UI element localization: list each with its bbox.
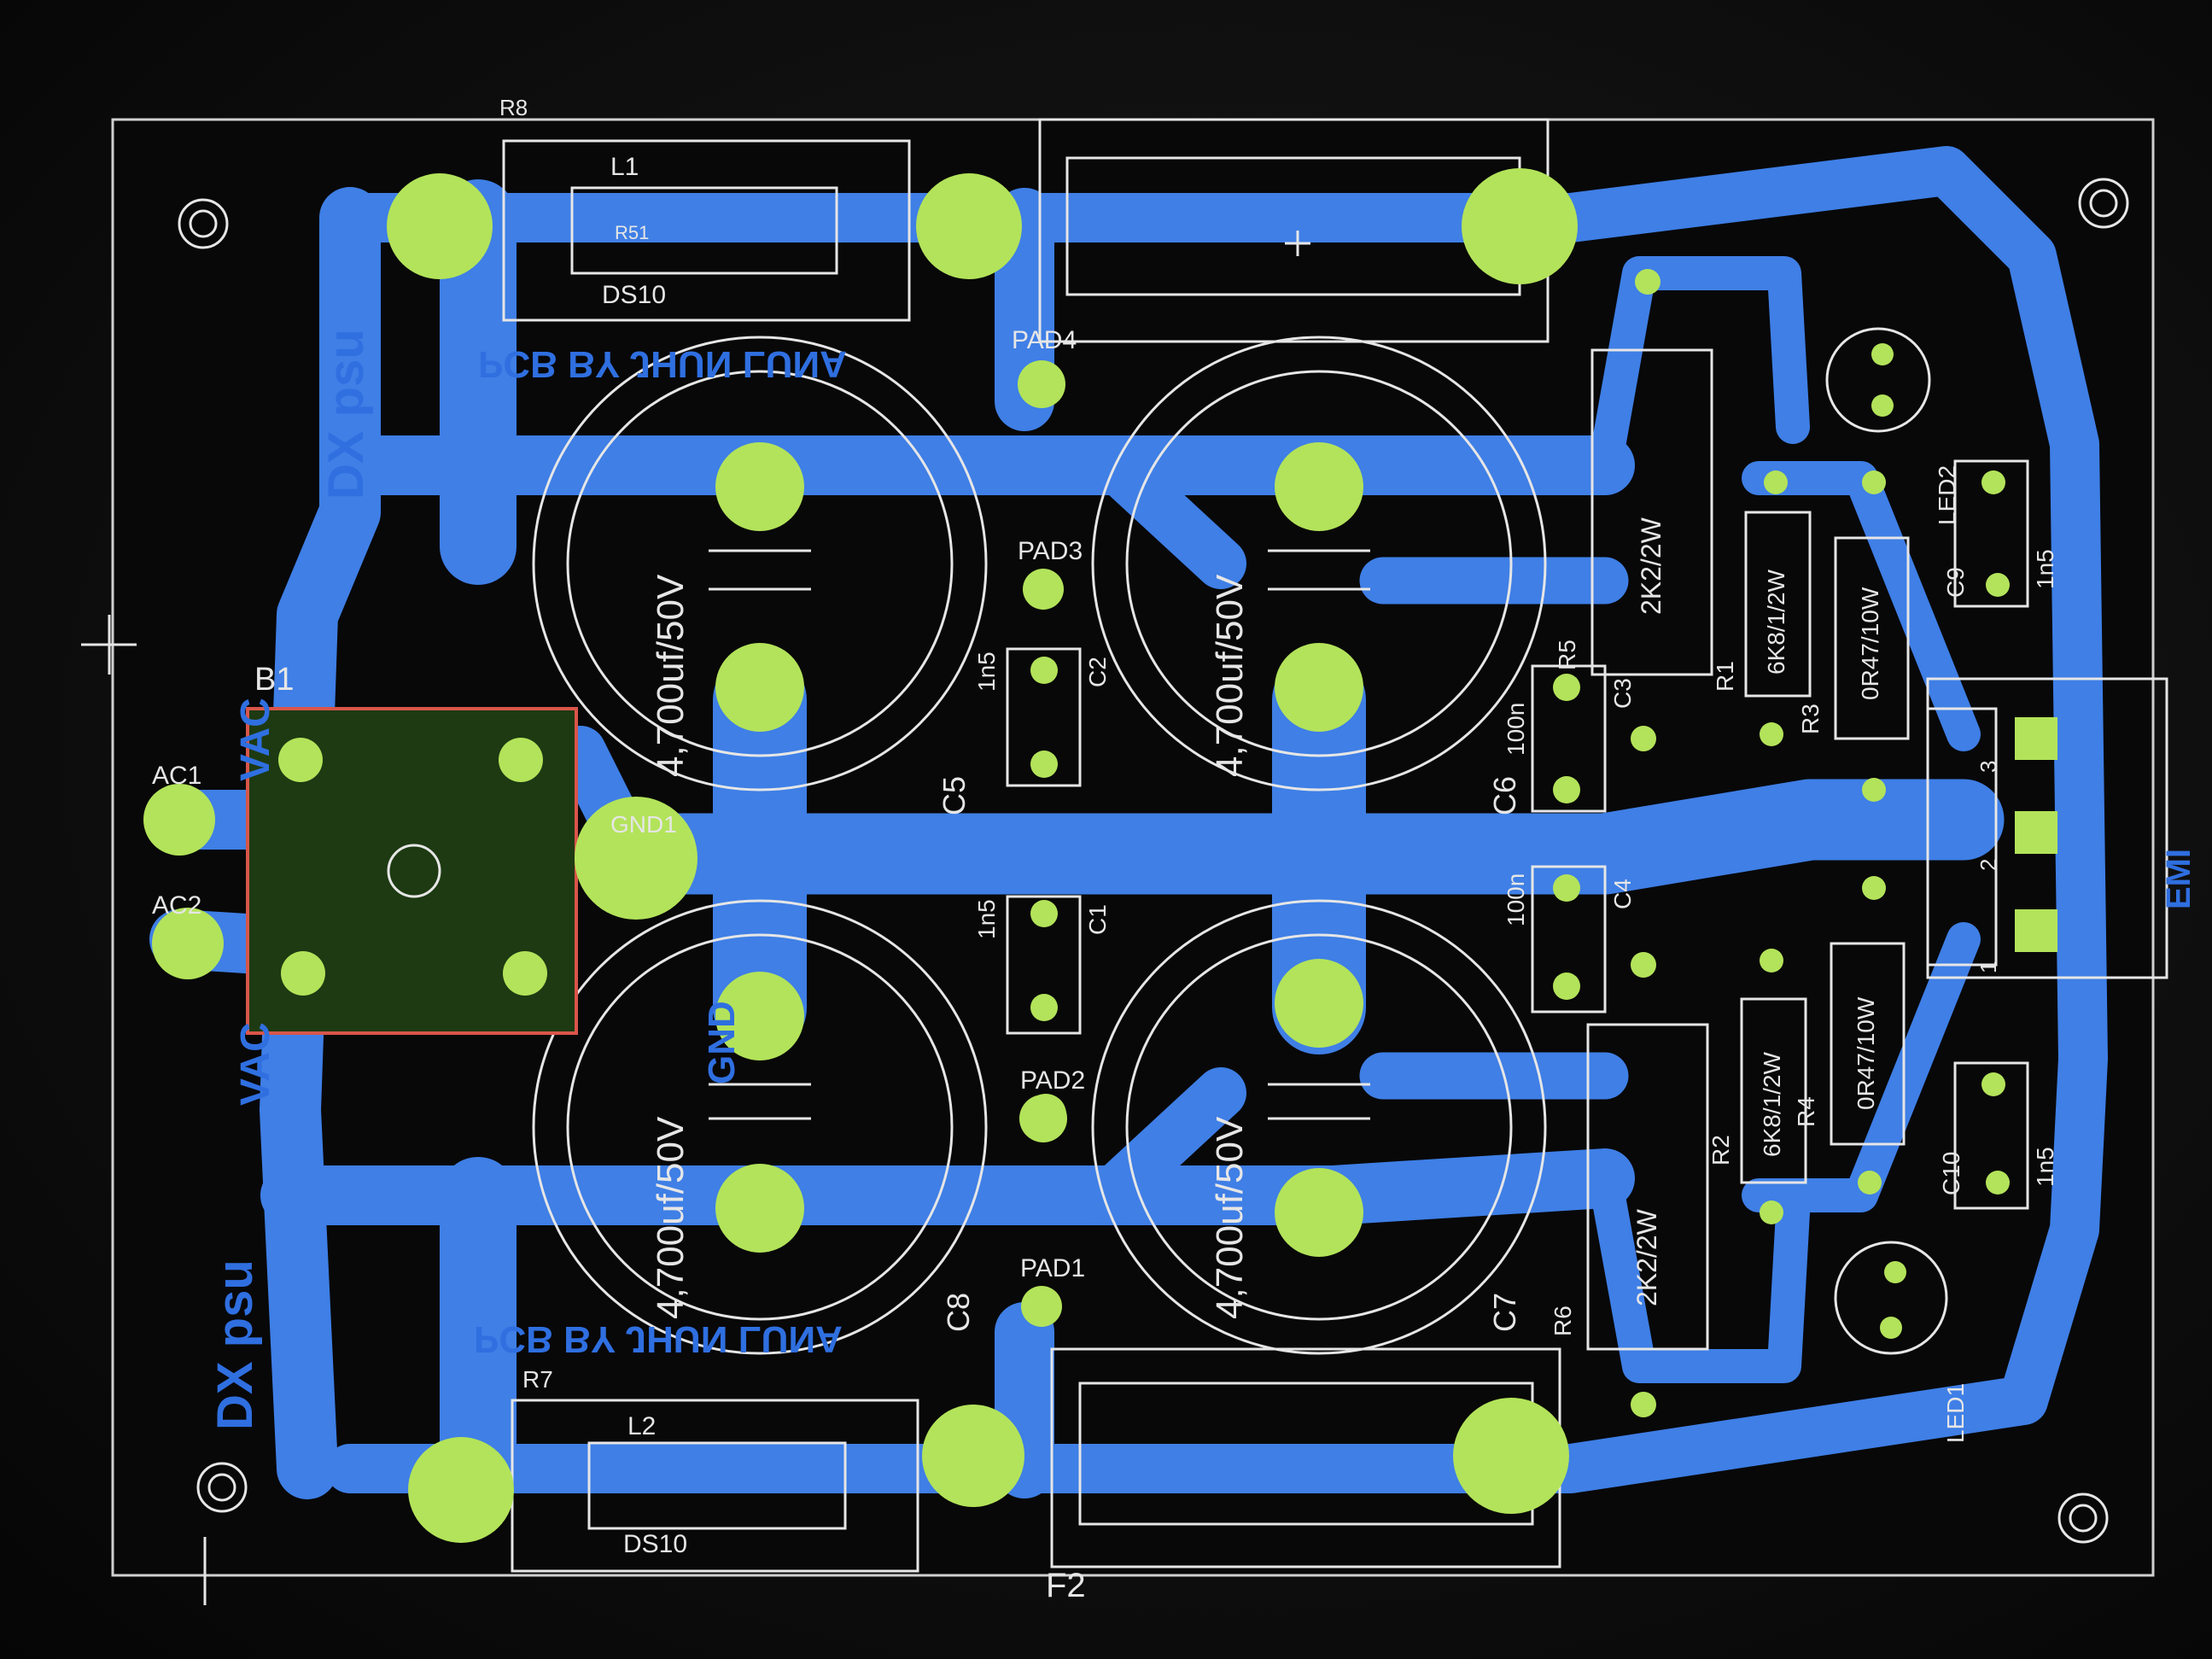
silkscreen-text: R8 L1 R51 DS10 PAD4 PAD3 PAD2 PAD1 B1 AC… <box>152 95 2058 1604</box>
value-r6: 0R47/10W <box>1853 996 1879 1110</box>
label-r2: R2 <box>1707 1135 1734 1165</box>
value-c9: 1n5 <box>2032 549 2058 589</box>
value-c2: 1n5 <box>973 651 1000 692</box>
label-pad4: PAD4 <box>1012 326 1077 354</box>
value-c1: 1n5 <box>973 899 1000 939</box>
label-ds10-top: DS10 <box>602 281 666 309</box>
label-pin-2: 2 <box>1976 859 2001 871</box>
cap-value-c8: 4,700uf/50V <box>650 1116 692 1319</box>
label-c10: C10 <box>1938 1152 1964 1195</box>
label-c9: C9 <box>1942 567 1969 598</box>
value-c10: 1n5 <box>2032 1147 2058 1187</box>
copper-text: PCB BY JHUN LUNA PCB BY JHUN LUNA DX psu… <box>207 329 2197 1430</box>
label-c8: C8 <box>941 1293 976 1332</box>
value-r1: 2K2/2W <box>1636 517 1666 615</box>
copper-vac-top: VAC <box>233 698 278 781</box>
label-r3: R3 <box>1797 704 1824 734</box>
copper-credit-bottom: PCB BY JHUN LUNA <box>474 1318 843 1360</box>
label-pad3: PAD3 <box>1018 537 1083 565</box>
label-c1: C1 <box>1084 904 1111 935</box>
label-r7: R7 <box>522 1366 553 1393</box>
cap-value-c7: 4,700uf/50V <box>1209 1116 1251 1319</box>
copper-gnd: GND <box>701 1001 743 1084</box>
label-l1: L1 <box>610 153 639 181</box>
value-r4: 6K8/1/2W <box>1759 1051 1785 1157</box>
value-r5: 0R47/10W <box>1857 587 1883 700</box>
label-r1: R1 <box>1712 661 1738 692</box>
label-c4: C4 <box>1609 879 1636 909</box>
label-b1: B1 <box>254 662 294 698</box>
label-r8: R8 <box>499 95 528 120</box>
label-ac1: AC1 <box>152 762 201 790</box>
cap-value-c6: 4,700uf/50V <box>1209 574 1251 777</box>
label-led1: LED1 <box>1942 1383 1969 1443</box>
pad-layer <box>143 168 2057 1543</box>
value-r2: 2K2/2W <box>1631 1208 1662 1306</box>
label-gnd1: GND1 <box>610 811 677 838</box>
label-led2: LED2 <box>1934 465 1960 525</box>
value-r3: 6K8/1/2W <box>1763 569 1789 675</box>
copper-credit-top: PCB BY JHUN LUNA <box>478 343 847 385</box>
label-c6: C6 <box>1487 776 1522 815</box>
cap-value-c5: 4,700uf/50V <box>650 574 692 777</box>
label-r51: R51 <box>615 222 649 243</box>
label-r4: R4 <box>1793 1096 1819 1127</box>
label-pin-1: 1 <box>1976 961 2001 973</box>
value-c3: 100n <box>1503 703 1529 756</box>
label-pin-3: 3 <box>1976 761 2001 773</box>
label-l2: L2 <box>627 1412 656 1440</box>
value-c4: 100n <box>1503 873 1529 926</box>
label-c5: C5 <box>937 776 972 815</box>
copper-dx-psu-bottom: DX psu <box>207 1259 263 1430</box>
label-ds10-bottom: DS10 <box>623 1530 687 1558</box>
copper-vac-bottom: VAC <box>233 1022 278 1106</box>
label-c3: C3 <box>1609 678 1636 709</box>
label-ac2: AC2 <box>152 891 201 920</box>
label-r5: R5 <box>1554 640 1580 670</box>
label-r6: R6 <box>1550 1306 1576 1336</box>
silkscreen-layer <box>81 118 2168 1605</box>
label-pad1: PAD1 <box>1020 1254 1085 1282</box>
label-f2: F2 <box>1046 1567 1086 1604</box>
label-c7: C7 <box>1487 1293 1522 1332</box>
label-c2: C2 <box>1084 657 1111 687</box>
copper-dx-psu-top: DX psu <box>318 329 374 499</box>
copper-conn: EMI <box>2160 849 2197 909</box>
label-pad2: PAD2 <box>1020 1066 1085 1095</box>
